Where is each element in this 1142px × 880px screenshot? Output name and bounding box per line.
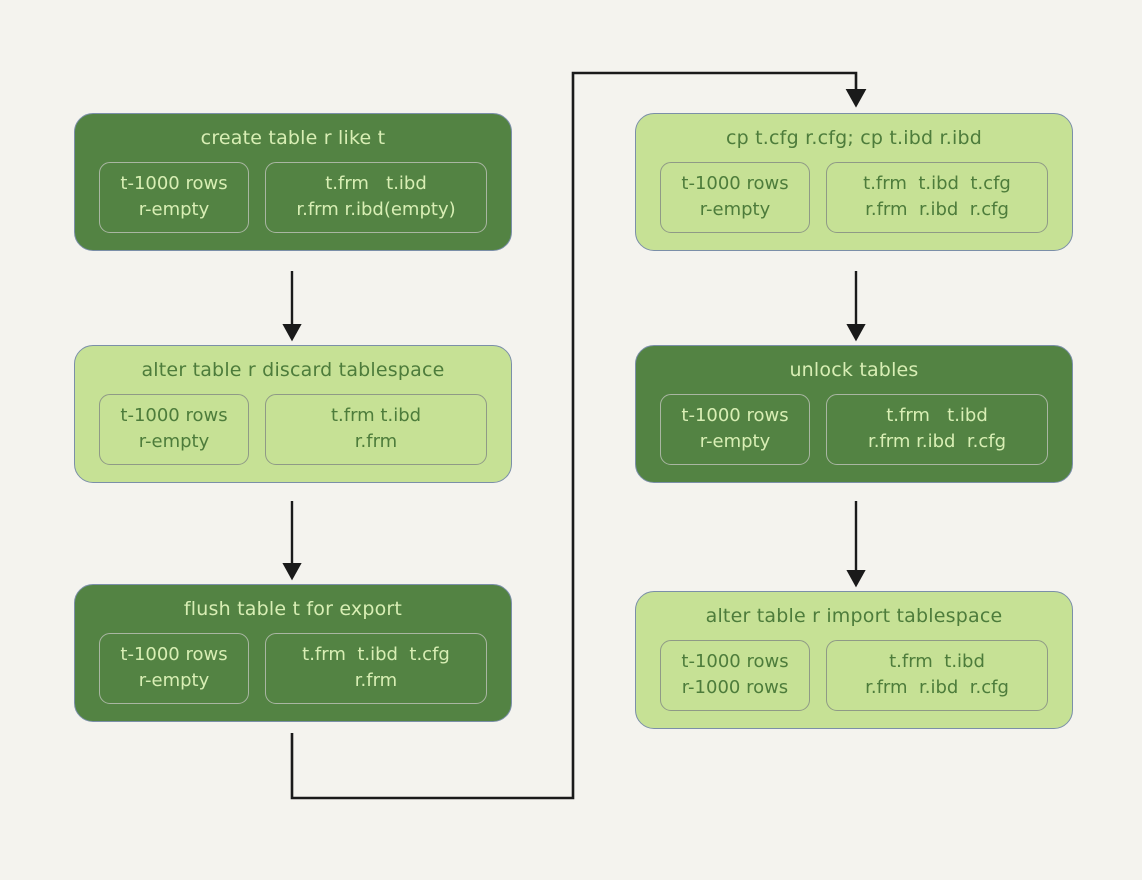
node-create-table[interactable]: create table r like t t-1000 rows r-empt… — [74, 113, 512, 251]
node-copy-files[interactable]: cp t.cfg r.cfg; cp t.ibd r.ibd t-1000 ro… — [635, 113, 1073, 251]
slot-line: t.frm t.ibd t.cfg — [302, 644, 450, 665]
slot-line: r.frm r.ibd(empty) — [296, 199, 456, 221]
slot-line: t-1000 rows — [120, 173, 228, 194]
slot-line: r.frm — [354, 670, 398, 692]
node-slots: t-1000 rows r-empty t.frm t.ibd r.frm r.… — [91, 162, 495, 233]
slot-line: r-1000 rows — [681, 677, 789, 699]
slot-line: r-empty — [138, 431, 210, 453]
slot-line: t-1000 rows — [681, 173, 789, 194]
slot-files: t.frm t.ibd t.cfg r.frm — [265, 633, 487, 704]
slot-line: t.frm t.ibd — [330, 405, 422, 426]
node-slots: t-1000 rows r-1000 rows t.frm t.ibd r.fr… — [652, 640, 1056, 711]
slot-row-counts: t-1000 rows r-empty — [99, 394, 249, 465]
slot-line: t.frm t.ibd — [886, 405, 988, 426]
slot-line: t-1000 rows — [120, 405, 228, 426]
slot-line: r-empty — [138, 670, 210, 692]
slot-line: t.frm t.ibd — [889, 651, 985, 672]
node-flush-for-export[interactable]: flush table t for export t-1000 rows r-e… — [74, 584, 512, 722]
slot-line: r-empty — [138, 199, 210, 221]
slot-line: t-1000 rows — [681, 651, 789, 672]
slot-files: t.frm t.ibd t.cfg r.frm r.ibd r.cfg — [826, 162, 1048, 233]
slot-files: t.frm t.ibd r.frm r.ibd r.cfg — [826, 640, 1048, 711]
node-title: create table r like t — [200, 127, 386, 149]
node-unlock-tables[interactable]: unlock tables t-1000 rows r-empty t.frm … — [635, 345, 1073, 483]
slot-line: t-1000 rows — [681, 405, 789, 426]
slot-files: t.frm t.ibd r.frm r.ibd(empty) — [265, 162, 487, 233]
node-title: flush table t for export — [183, 598, 403, 620]
slot-line: r.frm r.ibd r.cfg — [867, 431, 1007, 453]
slot-row-counts: t-1000 rows r-empty — [660, 162, 810, 233]
slot-line: r.frm r.ibd r.cfg — [865, 199, 1009, 221]
node-title: cp t.cfg r.cfg; cp t.ibd r.ibd — [726, 127, 982, 149]
node-title: alter table r import tablespace — [705, 605, 1003, 627]
node-discard-tablespace[interactable]: alter table r discard tablespace t-1000 … — [74, 345, 512, 483]
slot-line: t.frm t.ibd t.cfg — [863, 173, 1011, 194]
slot-line: r-empty — [699, 431, 771, 453]
slot-line: r-empty — [699, 199, 771, 221]
slot-row-counts: t-1000 rows r-empty — [99, 633, 249, 704]
slot-files: t.frm t.ibd r.frm r.ibd r.cfg — [826, 394, 1048, 465]
slot-line: r.frm r.ibd r.cfg — [865, 677, 1009, 699]
node-title: alter table r discard tablespace — [141, 359, 445, 381]
node-title: unlock tables — [789, 359, 919, 381]
node-import-tablespace[interactable]: alter table r import tablespace t-1000 r… — [635, 591, 1073, 729]
slot-files: t.frm t.ibd r.frm — [265, 394, 487, 465]
node-slots: t-1000 rows r-empty t.frm t.ibd t.cfg r.… — [91, 633, 495, 704]
slot-row-counts: t-1000 rows r-1000 rows — [660, 640, 810, 711]
node-slots: t-1000 rows r-empty t.frm t.ibd t.cfg r.… — [652, 162, 1056, 233]
slot-line: t.frm t.ibd — [325, 173, 427, 194]
slot-line: t-1000 rows — [120, 644, 228, 665]
slot-row-counts: t-1000 rows r-empty — [99, 162, 249, 233]
slot-line: r.frm — [354, 431, 398, 453]
slot-row-counts: t-1000 rows r-empty — [660, 394, 810, 465]
node-slots: t-1000 rows r-empty t.frm t.ibd r.frm r.… — [652, 394, 1056, 465]
node-slots: t-1000 rows r-empty t.frm t.ibd r.frm — [91, 394, 495, 465]
